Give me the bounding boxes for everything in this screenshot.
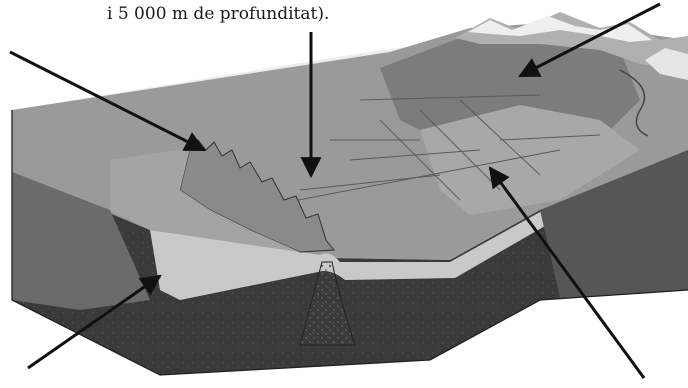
- seafloor-block-diagram: [0, 0, 688, 388]
- diagram-stage: i 5 000 m de profunditat).: [0, 0, 688, 388]
